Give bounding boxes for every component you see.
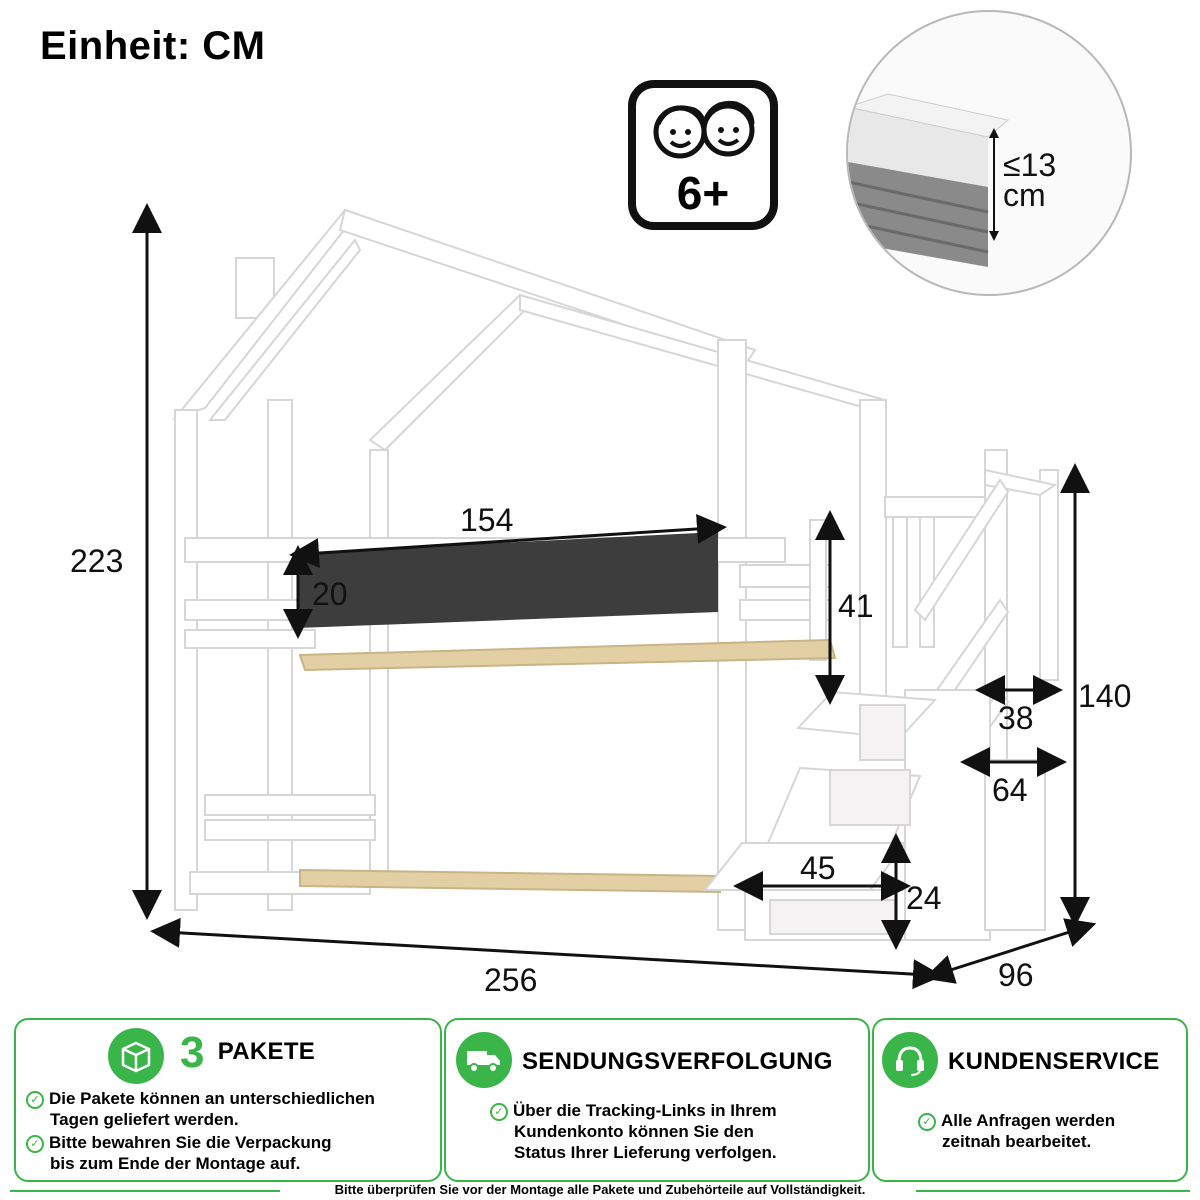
headset-icon	[882, 1032, 938, 1088]
mattress-limit: ≤13	[1003, 147, 1057, 183]
service-title: KUNDENSERVICE	[948, 1048, 1160, 1075]
check-icon: ✓	[26, 1135, 44, 1153]
age-badge: 6+	[628, 80, 778, 230]
dimension-width-total: 256	[484, 962, 538, 998]
mattress-height-label: ≤13 cm	[1003, 147, 1057, 213]
age-label: 6+	[676, 167, 730, 219]
check-icon: ✓	[918, 1113, 936, 1131]
packages-bullet-1: ✓Die Pakete können an unterschiedlichen …	[26, 1088, 375, 1130]
package-box-icon	[108, 1028, 164, 1084]
unit-title: Einheit: CM	[40, 24, 266, 68]
info-box-customer-service: KUNDENSERVICE ✓Alle Anfragen werden zeit…	[872, 1018, 1188, 1182]
mattress-illustration	[848, 93, 1010, 267]
packages-count: 3	[180, 1028, 205, 1077]
dimension-board-length: 154	[460, 502, 514, 538]
packages-heading: 3 PAKETE	[180, 1028, 315, 1078]
dimension-height-total: 223	[70, 543, 124, 579]
delivery-truck-icon	[456, 1032, 512, 1088]
check-icon: ✓	[26, 1091, 44, 1109]
service-bullet-1: ✓Alle Anfragen werden zeitnah bearbeitet…	[918, 1110, 1115, 1152]
packages-title: PAKETE	[217, 1038, 316, 1065]
info-box-packages: 3 PAKETE ✓Die Pakete können an unterschi…	[14, 1018, 442, 1182]
packages-bullet-2: ✓Bitte bewahren Sie die Verpackung bis z…	[26, 1132, 331, 1174]
dimension-step-width: 45	[800, 850, 836, 886]
footer-divider-right	[916, 1190, 1190, 1192]
bed-frame	[172, 208, 1059, 941]
dimension-step-height: 24	[906, 880, 942, 916]
mattress-unit: cm	[1003, 177, 1046, 213]
dimension-depth: 96	[998, 957, 1034, 993]
footer-bar: Bitte überprüfen Sie vor der Montage all…	[0, 1182, 1200, 1200]
info-box-tracking: SENDUNGSVERFOLGUNG ✓Über die Tracking-Li…	[444, 1018, 870, 1182]
footer-note: Bitte überprüfen Sie vor der Montage all…	[334, 1182, 866, 1197]
tracking-title: SENDUNGSVERFOLGUNG	[522, 1048, 833, 1075]
mattress-detail	[846, 10, 1132, 296]
tracking-bullet-1: ✓Über die Tracking-Links in Ihrem Kunden…	[490, 1100, 777, 1163]
check-icon: ✓	[490, 1103, 508, 1121]
children-faces-icon	[628, 80, 778, 230]
dimension-lines	[132, 203, 1097, 990]
dimension-stairs-height: 140	[1078, 678, 1132, 714]
footer-divider-left	[10, 1190, 280, 1192]
dimension-board-height: 20	[312, 576, 348, 612]
bunk-bed-illustration	[132, 203, 1097, 990]
dimension-step-depth-top: 38	[998, 700, 1034, 736]
dimension-rail-height: 41	[838, 588, 874, 624]
dimension-step-depth-bottom: 64	[992, 772, 1028, 808]
